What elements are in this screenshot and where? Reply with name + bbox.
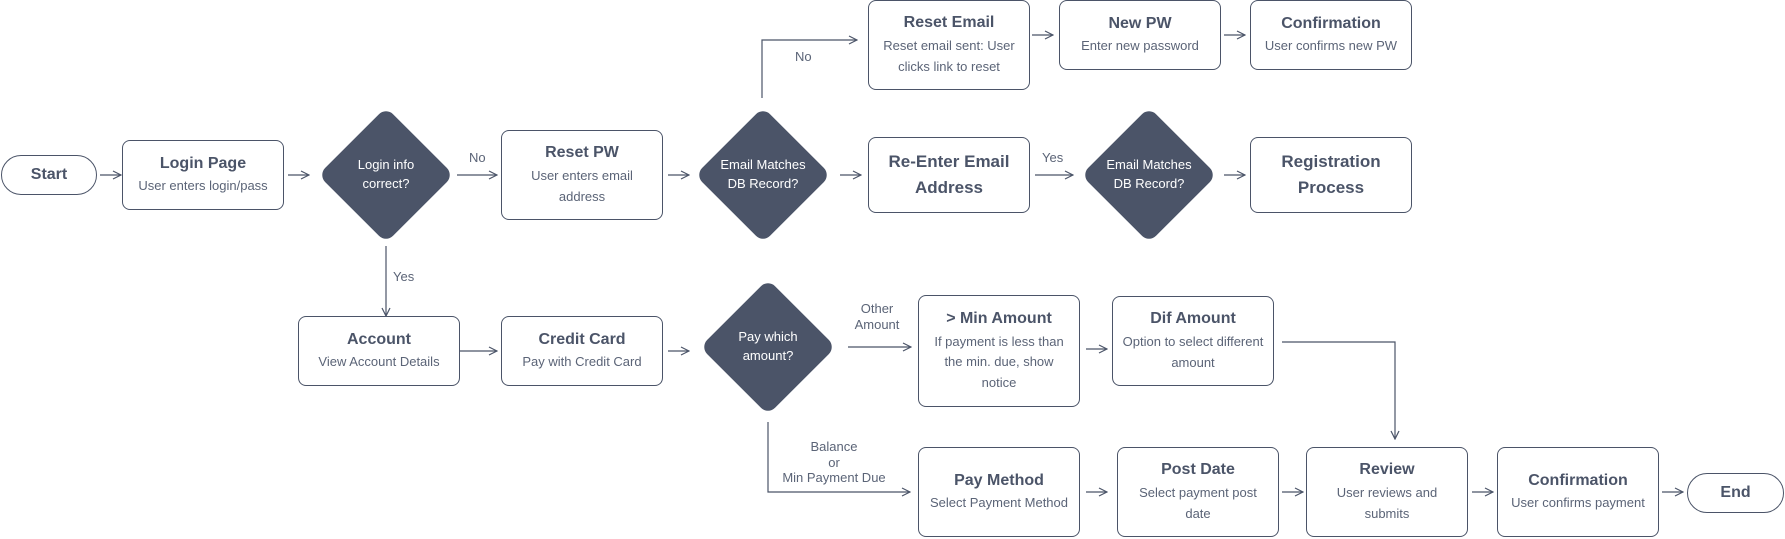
start-label: Start [30, 166, 68, 183]
pay-method-title: Pay Method [954, 471, 1044, 489]
reset-email-box: Reset Email Reset email sent: User click… [868, 0, 1030, 90]
email-match-1-diamond: Email Matches DB Record? [693, 105, 833, 245]
edge-label-login-yes: Yes [393, 269, 415, 284]
edge-label-balance: Balance or Min Payment Due [782, 439, 886, 486]
arrow-paywhich-paymethod [767, 422, 910, 492]
email-match-2-label: Email Matches DB Record? [1106, 157, 1192, 191]
credit-card-title: Credit Card [538, 330, 626, 348]
pay-method-desc: Select Payment Method [929, 495, 1069, 511]
reset-pw-box: Reset PW User enters email address [501, 130, 663, 220]
end-terminal: End [1687, 473, 1784, 513]
pay-which-diamond: Pay which amount? [698, 277, 838, 417]
login-page-title: Login Page [159, 154, 247, 172]
confirmation-pw-box: Confirmation User confirms new PW [1250, 0, 1412, 70]
review-desc: User reviews and submits [1336, 485, 1438, 521]
edge-label-login-no: No [469, 150, 486, 165]
start-terminal: Start [1, 155, 97, 195]
edge-label-email2-yes: Yes [1042, 150, 1064, 165]
arrow-email1-resetemail [761, 40, 857, 98]
dif-amount-title: Dif Amount [1150, 310, 1236, 328]
post-date-box: Post Date Select payment post date [1117, 447, 1279, 537]
account-desc: View Account Details [318, 354, 440, 370]
reset-pw-desc: User enters email address [531, 168, 633, 204]
dif-amount-desc: Option to select different amount [1122, 334, 1264, 370]
reenter-email-title: Re-Enter Email Address [888, 151, 1010, 197]
login-check-diamond: Login info correct? [316, 105, 456, 245]
new-pw-desc: Enter new password [1081, 38, 1199, 54]
email-match-2-diamond: Email Matches DB Record? [1079, 105, 1219, 245]
edge-label-email1-no: No [795, 49, 812, 64]
account-box: Account View Account Details [298, 316, 460, 386]
confirmation-pw-desc: User confirms new PW [1264, 38, 1398, 54]
credit-card-box: Credit Card Pay with Credit Card [501, 316, 663, 386]
registration-box: Registration Process [1250, 137, 1412, 213]
email-match-1-label: Email Matches DB Record? [720, 157, 806, 191]
edge-label-other-amount: Other Amount [854, 301, 900, 333]
new-pw-box: New PW Enter new password [1059, 0, 1221, 70]
new-pw-title: New PW [1108, 14, 1172, 32]
confirmation-pay-desc: User confirms payment [1511, 495, 1645, 511]
review-title: Review [1359, 461, 1415, 479]
login-page-box: Login Page User enters login/pass [122, 140, 284, 210]
confirmation-pay-box: Confirmation User confirms payment [1497, 447, 1659, 537]
post-date-title: Post Date [1161, 461, 1235, 479]
account-title: Account [347, 330, 411, 348]
credit-card-desc: Pay with Credit Card [522, 354, 642, 370]
end-label: End [1720, 484, 1751, 501]
pay-method-box: Pay Method Select Payment Method [918, 447, 1080, 537]
review-box: Review User reviews and submits [1306, 447, 1468, 537]
min-amount-desc: If payment is less than the min. due, sh… [934, 333, 1064, 391]
post-date-desc: Select payment post date [1139, 485, 1257, 521]
arrow-difamount-review [1282, 341, 1395, 439]
min-amount-title: > Min Amount [946, 310, 1052, 327]
confirmation-pay-title: Confirmation [1528, 471, 1628, 489]
reset-email-title: Reset Email [903, 14, 995, 32]
login-page-desc: User enters login/pass [138, 178, 268, 194]
dif-amount-box: Dif Amount Option to select different am… [1112, 296, 1274, 386]
registration-title: Registration Process [1281, 151, 1381, 197]
reset-pw-title: Reset PW [545, 144, 619, 162]
confirmation-pw-title: Confirmation [1281, 14, 1381, 32]
min-amount-box: > Min Amount If payment is less than the… [918, 295, 1080, 407]
reset-email-desc: Reset email sent: User clicks link to re… [883, 38, 1015, 74]
pay-which-label: Pay which amount? [738, 329, 798, 363]
login-check-label: Login info correct? [357, 157, 415, 191]
reenter-email-box: Re-Enter Email Address [868, 137, 1030, 213]
